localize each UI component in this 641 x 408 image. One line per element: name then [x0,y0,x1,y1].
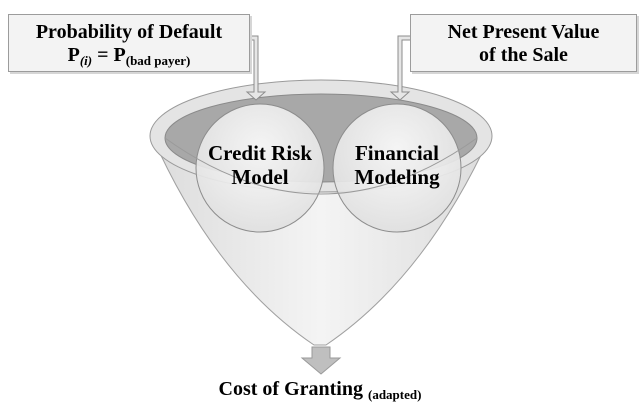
net-present-value-line1: Net Present Value [447,21,600,43]
credit-risk-model-label: Credit Risk Model [196,141,324,189]
financial-modeling-line1: Financial [354,141,439,165]
right-input-connector [389,35,415,101]
net-present-value-box: Net Present Value of the Sale [410,14,637,72]
formula-equals-p: = P [92,44,126,66]
cost-of-granting-subscript: (adapted) [368,387,422,402]
formula-subscript-bad-payer: (bad payer) [125,53,191,68]
credit-risk-circle [195,103,325,233]
financial-modeling-circle [332,103,462,233]
credit-risk-line1: Credit Risk [207,141,313,165]
credit-risk-line2: Model [231,165,289,189]
probability-formula: P(i) = P(bad payer) [9,43,249,67]
output-arrow [300,346,342,375]
net-present-value-line2: of the Sale [479,44,568,66]
financial-modeling-label: Financial Modeling [333,141,461,189]
formula-subscript-i: (i) [79,53,93,68]
cost-of-granting-label: Cost of Granting (adapted) [170,378,470,402]
financial-modeling-line2: Modeling [354,165,440,189]
probability-of-default-title: Probability of Default [35,21,223,43]
funnel-front-lip [164,137,478,195]
probability-of-default-box: Probability of Default P(i) = P(bad paye… [8,14,250,72]
formula-p: P [67,44,80,66]
cost-of-granting-text: Cost of Granting [218,378,368,400]
